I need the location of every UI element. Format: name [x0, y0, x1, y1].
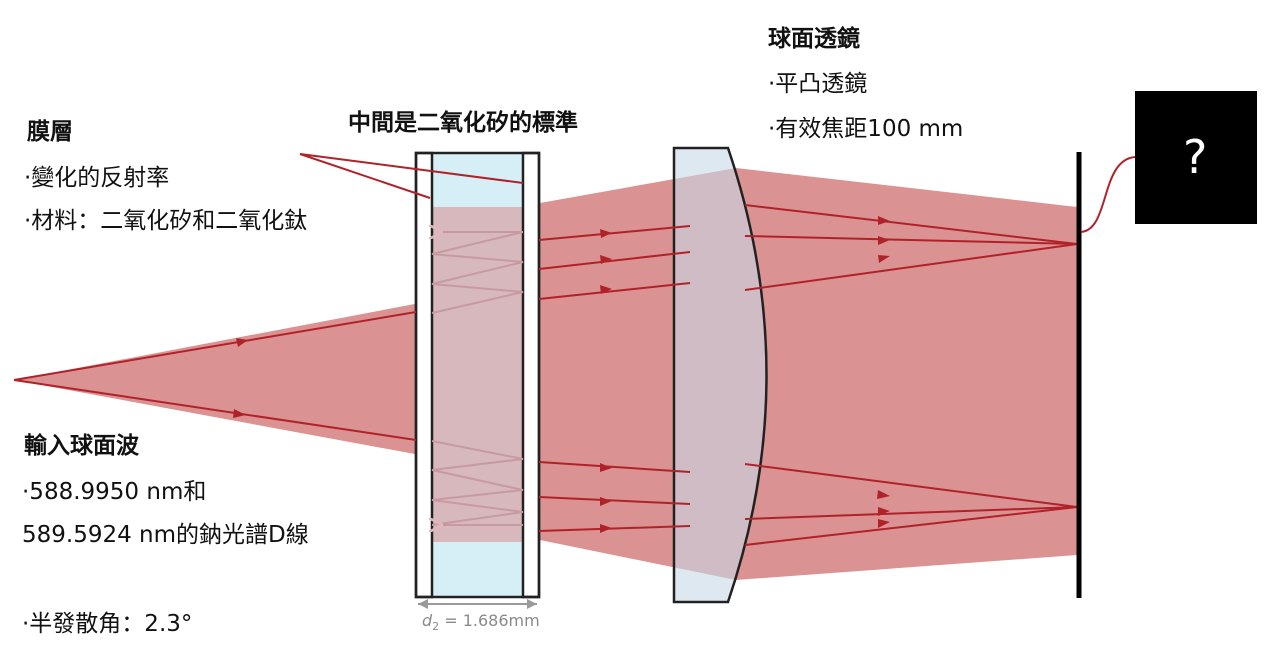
etalon-reflections-upper: [432, 232, 524, 314]
mid-rays: [538, 225, 691, 532]
thickness-subscript: 2: [432, 620, 440, 634]
detector-question-mark: ?: [1183, 130, 1208, 184]
etalon-plate-right: [521, 151, 541, 599]
input-rays: [13, 311, 417, 441]
plano-convex-lens: [672, 146, 768, 604]
output-rays: [744, 204, 1078, 546]
detector-box: [1135, 91, 1257, 224]
etalon-title: 中間是二氧化矽的標準: [348, 110, 578, 136]
input-line-1: ·588.9950 nm和: [22, 479, 207, 505]
film-line-1: ·變化的反射率: [24, 165, 170, 191]
mid-ray-arrows: [600, 229, 612, 533]
input-title: 輸入球面波: [24, 433, 139, 459]
input-line-2: 589.5924 nm的鈉光譜D線: [22, 522, 309, 548]
thickness-dimension: [418, 599, 537, 609]
film-title: 膜層: [27, 119, 73, 145]
thickness-label: d2 = 1.686mm: [422, 611, 540, 634]
input-line-3: ·半發散角：2.3°: [22, 611, 193, 637]
thickness-symbol: d: [422, 611, 433, 630]
film-pointer-lines: [299, 153, 524, 199]
etalon-outline: [414, 151, 541, 599]
thickness-value: = 1.686mm: [439, 611, 540, 630]
lens-title: 球面透鏡: [768, 26, 860, 52]
lens-line-1: ·平凸透鏡: [768, 71, 868, 97]
input-ray-arrows: [233, 338, 248, 418]
etalon-reflections-lower: [432, 440, 524, 525]
lens-line-2: ·有效焦距100 mm: [768, 116, 964, 142]
output-ray-arrows: [877, 216, 890, 528]
film-line-2: ·材料：二氧化矽和二氧化鈦: [24, 208, 308, 234]
detector-cable: [1080, 156, 1136, 233]
output-beam: [736, 168, 1077, 580]
input-beam: [14, 303, 420, 455]
etalon-plate-left: [414, 151, 434, 599]
